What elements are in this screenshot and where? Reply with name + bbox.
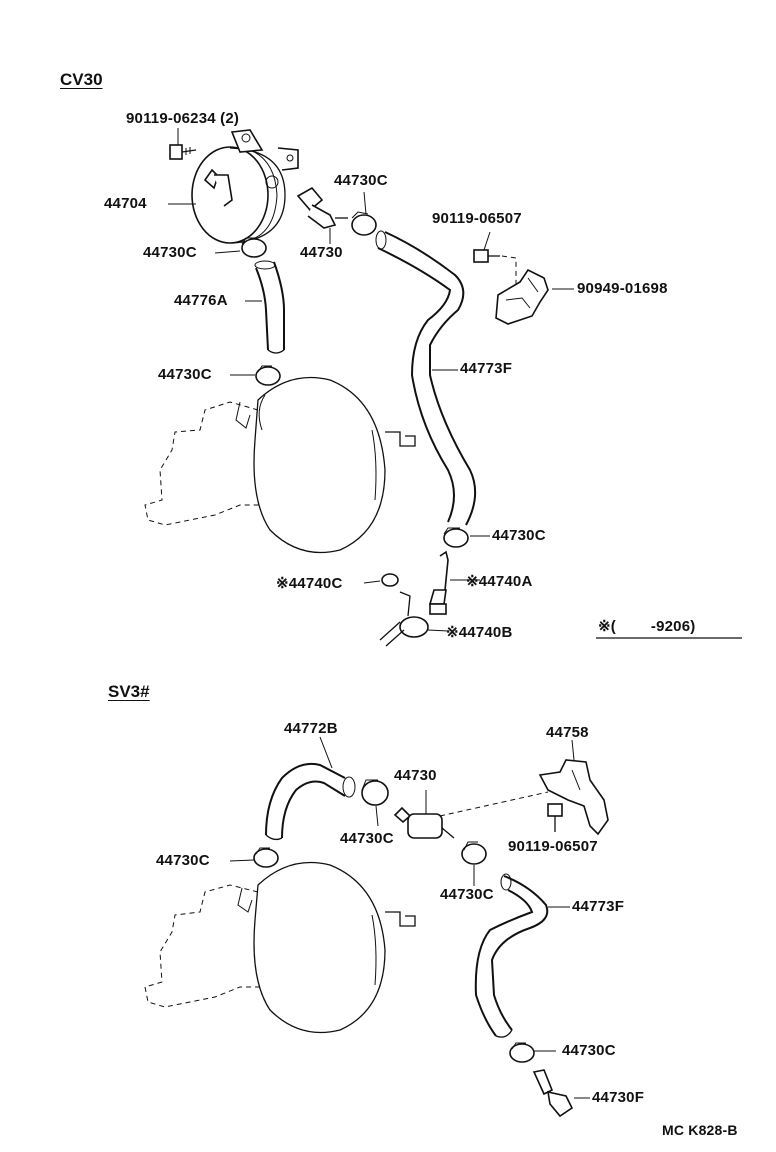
label-44730-top: 44730 bbox=[300, 244, 343, 261]
pipe-44740a bbox=[428, 550, 449, 615]
label-44776a: 44776A bbox=[174, 292, 228, 309]
label-bolt-90119-06507-bottom: 90119-06507 bbox=[508, 838, 598, 855]
brake-booster-top bbox=[144, 376, 416, 554]
clamp-bottom-b bbox=[461, 841, 487, 865]
label-44730c-top-c: 44730C bbox=[158, 366, 212, 383]
clamp-bottom-d bbox=[509, 1042, 535, 1063]
union-44740b bbox=[379, 591, 429, 647]
section-label-sv3: SV3# bbox=[108, 682, 150, 701]
label-44773f-top: 44773F bbox=[460, 360, 513, 377]
label-44730-bottom: 44730 bbox=[394, 767, 437, 784]
label-44773f-bottom: 44773F bbox=[572, 898, 625, 915]
hose-44776a bbox=[254, 260, 285, 354]
label-44730f: 44730F bbox=[592, 1089, 645, 1106]
label-44730c-top-b: 44730C bbox=[334, 172, 388, 189]
fitting-44730f bbox=[532, 1069, 574, 1118]
bolt-top-left bbox=[169, 144, 197, 160]
figure-code: MC K828-B bbox=[662, 1122, 738, 1138]
cap-44740c bbox=[381, 573, 399, 587]
hose-44772b bbox=[265, 762, 356, 841]
label-44730c-bottom-d: 44730C bbox=[562, 1042, 616, 1059]
label-44730c-bottom-a: 44730C bbox=[340, 830, 394, 847]
vacuum-tank bbox=[191, 129, 299, 244]
hose-44773f-top bbox=[375, 230, 477, 526]
brake-booster-bottom bbox=[144, 861, 416, 1034]
label-44740b: ※44740B bbox=[446, 624, 513, 641]
label-44704: 44704 bbox=[104, 195, 147, 212]
label-90949-01698: 90949-01698 bbox=[577, 280, 668, 297]
label-44740a: ※44740A bbox=[466, 573, 533, 590]
clamp-top-a bbox=[241, 237, 267, 258]
clamp-top-d bbox=[443, 527, 469, 548]
label-bolt-90119-06234: 90119-06234 (2) bbox=[126, 110, 240, 127]
label-44758: 44758 bbox=[546, 724, 589, 741]
clamp-top-c bbox=[255, 365, 281, 386]
hose-44773f-bottom bbox=[474, 873, 549, 1038]
bracket-44758 bbox=[538, 759, 609, 836]
clamp-bottom-a bbox=[361, 779, 389, 806]
label-44730c-bottom-b: 44730C bbox=[440, 886, 494, 903]
bolt-top-right bbox=[473, 249, 500, 263]
bracket-top bbox=[495, 268, 549, 325]
label-44730c-bottom-c: 44730C bbox=[156, 852, 210, 869]
label-bolt-90119-06507-top: 90119-06507 bbox=[432, 210, 522, 227]
clamp-bottom-c bbox=[253, 847, 279, 868]
note-applicability: ※( -9206) bbox=[598, 618, 696, 635]
bolt-bottom bbox=[547, 803, 563, 832]
label-44730c-top-d: 44730C bbox=[492, 527, 546, 544]
check-valve-top bbox=[296, 186, 348, 229]
label-44730c-top-a: 44730C bbox=[143, 244, 197, 261]
clamp-top-b bbox=[351, 211, 377, 236]
section-label-cv30: CV30 bbox=[60, 70, 103, 89]
label-44740c: ※44740C bbox=[276, 575, 343, 592]
label-44772b: 44772B bbox=[284, 720, 338, 737]
valve-bottom bbox=[393, 806, 455, 839]
